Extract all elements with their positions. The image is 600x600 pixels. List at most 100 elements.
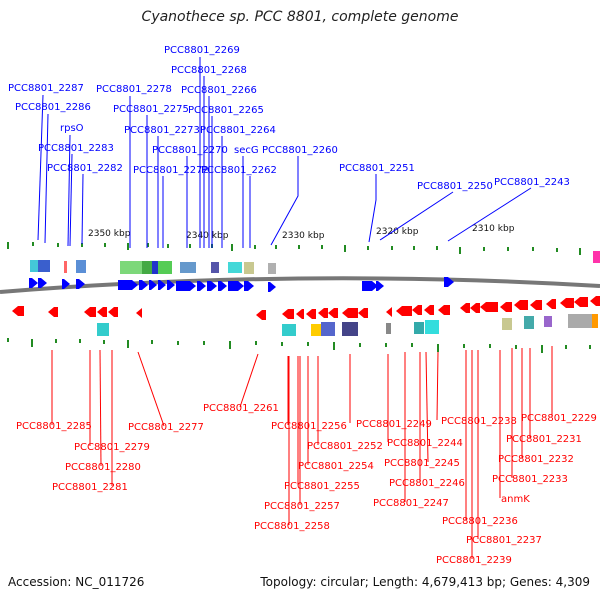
gene-label-top: PCC8801_2283: [38, 143, 114, 154]
gene-arrow-bottom: [412, 305, 422, 315]
gene-label-bottom: PCC8801_2280: [65, 462, 141, 473]
gene-arrow-top: [167, 280, 175, 290]
gene-label-top: secG: [234, 145, 259, 156]
gene-label-top: PCC8801_2266: [181, 85, 257, 96]
cog-box: [180, 262, 196, 273]
gene-arrow-top: [207, 281, 217, 291]
gene-arrow-bottom: [460, 303, 470, 313]
cog-box: [152, 261, 158, 274]
cog-box: [97, 323, 109, 336]
cog-box: [386, 323, 391, 334]
gene-arrow-bottom: [396, 306, 412, 316]
gene-label-top: PCC8801_2273: [124, 125, 200, 136]
cog-box: [38, 260, 50, 272]
gene-label-bottom: PCC8801_2256: [271, 421, 347, 432]
cog-box: [282, 324, 296, 336]
ruler-label: 2350 kbp: [88, 229, 131, 239]
label-leader: [99, 349, 102, 467]
cog-box: [502, 318, 512, 330]
ruler-label: 2340 kbp: [186, 231, 229, 241]
ruler-label: 2310 kbp: [472, 224, 515, 234]
gene-label-bottom: PCC8801_2252: [307, 441, 383, 452]
cog-box: [321, 322, 335, 336]
cog-box: [544, 316, 552, 327]
gene-arrow-bottom: [560, 298, 574, 308]
gene-arrow-bottom: [328, 308, 338, 318]
ruler-label: 2330 kbp: [282, 231, 325, 241]
label-leader: [447, 187, 532, 242]
gene-label-top: PCC8801_2250: [417, 181, 493, 192]
gene-arrow-bottom: [424, 305, 434, 315]
cog-box: [592, 314, 598, 328]
label-leader: [436, 351, 439, 421]
map-title: Cyanothece sp. PCC 8801, complete genome: [141, 9, 459, 25]
gene-label-top: PCC8801_2251: [339, 163, 415, 174]
gene-label-top: PCC8801_2269: [164, 45, 240, 56]
gene-label-bottom: PCC8801_2233: [492, 474, 568, 485]
gene-arrow-bottom: [48, 307, 58, 317]
gene-arrow-top: [176, 281, 196, 291]
gene-arrow-top: [244, 281, 254, 291]
gene-label-top: PCC8801_2278: [96, 84, 172, 95]
cog-box: [142, 261, 152, 274]
gene-label-bottom: PCC8801_2247: [373, 498, 449, 509]
label-leader: [44, 113, 49, 244]
gene-arrow-bottom: [282, 309, 294, 319]
gene-label-bottom: anmK: [501, 494, 530, 505]
cog-box: [120, 261, 142, 274]
cog-boxes: [30, 251, 600, 336]
cog-box: [211, 262, 219, 273]
gene-arrow-bottom: [256, 310, 266, 320]
gene-arrow-bottom: [514, 300, 528, 310]
cog-box: [414, 322, 424, 334]
gene-arrow-top: [118, 280, 138, 290]
gene-arrow-bottom: [84, 307, 96, 317]
gene-label-bottom: PCC8801_2244: [387, 438, 463, 449]
gene-label-bottom: PCC8801_2254: [298, 461, 374, 472]
gene-arrow-bottom: [500, 302, 512, 312]
gene-arrow-bottom: [108, 307, 118, 317]
gene-label-bottom: PCC8801_2231: [506, 434, 582, 445]
gene-arrow-bottom: [12, 306, 24, 316]
gene-label-top: PCC8801_2272: [133, 165, 209, 176]
backbone-arc: [0, 276, 600, 294]
genome-backbone: [0, 276, 600, 294]
gene-arrow-bottom: [530, 300, 542, 310]
gene-label-bottom: PCC8801_2249: [356, 419, 432, 430]
gene-label-bottom: PCC8801_2237: [466, 535, 542, 546]
label-leader: [379, 191, 454, 241]
gene-label-top: PCC8801_2287: [8, 83, 84, 94]
gene-label-top: PCC8801_2264: [200, 125, 276, 136]
gene-label-bottom: PCC8801_2281: [52, 482, 128, 493]
gene-label-bottom: PCC8801_2257: [264, 501, 340, 512]
gene-arrow-top: [218, 281, 227, 291]
topology-label: Topology: circular; Length: 4,679,413 bp…: [260, 575, 590, 589]
cog-box: [524, 316, 534, 329]
tick-marks: [7, 242, 591, 353]
gene-arrow-top: [29, 278, 38, 288]
gene-label-bottom: PCC8801_2285: [16, 421, 92, 432]
cog-box: [593, 251, 600, 263]
gene-arrow-top: [197, 281, 206, 291]
gene-label-bottom: PCC8801_2238: [441, 416, 517, 427]
gene-label-bottom: PCC8801_2258: [254, 521, 330, 532]
gene-label-bottom: PCC8801_2239: [436, 555, 512, 566]
gene-arrow-top: [149, 280, 157, 290]
label-leader: [137, 351, 165, 427]
gene-label-top: PCC8801_2243: [494, 177, 570, 188]
gene-arrow-bottom: [306, 309, 316, 319]
cog-box: [342, 322, 358, 336]
gene-label-top: PCC8801_2270: [152, 145, 228, 156]
gene-label-top: PCC8801_2268: [171, 65, 247, 76]
label-leaders: [37, 57, 553, 559]
gene-arrow-bottom: [97, 307, 107, 317]
label-leader: [37, 94, 44, 241]
label-leader: [425, 351, 429, 463]
gene-label-bottom: PCC8801_2245: [384, 458, 460, 469]
gene-arrow-bottom: [136, 308, 142, 318]
gene-label-bottom: PCC8801_2246: [389, 478, 465, 489]
gene-arrow-bottom: [386, 307, 392, 317]
gene-arrow-bottom: [318, 308, 328, 318]
